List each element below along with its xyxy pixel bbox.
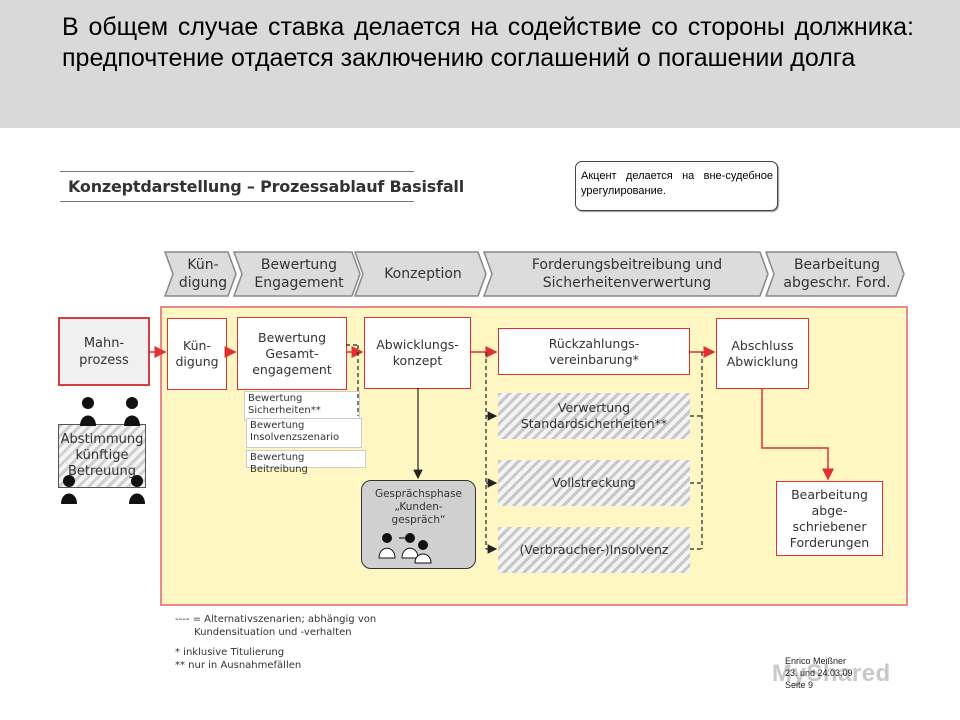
- title-rule-bottom: [60, 201, 414, 202]
- bewertung-subitem: Bewertung Insolvenzszenario: [246, 418, 362, 448]
- subitem-label: Bewertung Beitreibung: [250, 452, 308, 475]
- abstimmung-label: Abstimmung künftige Betreuung: [60, 432, 144, 479]
- subitem-label: Bewertung Sicherheiten**: [248, 393, 321, 416]
- verwertung-label: Verwertung Standardsicherheiten**: [520, 400, 668, 431]
- abschluss-label: Abschluss Abwicklung: [726, 337, 799, 369]
- person-icon: [418, 540, 428, 550]
- footer-date: 23. und 24.03.09: [785, 668, 853, 678]
- slide-header: В общем случае ставка делается на содейс…: [0, 0, 960, 128]
- vollstreckung-label: Vollstreckung: [552, 475, 636, 490]
- legend-dashed: ---- = Alternativszenarien; abhängig von…: [175, 614, 377, 638]
- rueckzahlung-box: Rückzahlungs- vereinbarung*: [498, 328, 690, 375]
- person-icon: [382, 533, 392, 543]
- phase-chevron-5: [764, 251, 905, 297]
- phase-label: Forderungsbeitreibung und Sicherheitenve…: [531, 257, 723, 291]
- verwertung-box: Verwertung Standardsicherheiten**: [498, 393, 690, 439]
- bewertung-subitem: Bewertung Sicherheiten**: [244, 391, 360, 421]
- person-icon: [378, 547, 396, 559]
- phase-chevron-1: [163, 251, 237, 297]
- rueckzahlung-label: Rückzahlungs- vereinbarung*: [548, 335, 640, 367]
- watermark: MyShared: [772, 660, 891, 687]
- mahnprozess-label: Mahn- prozess: [79, 335, 129, 368]
- phase-chevron-3: [353, 251, 487, 297]
- phase-label: Kün- digung: [178, 257, 228, 291]
- bearbeitung-box: Bearbeitung abge- schriebener Forderunge…: [776, 481, 883, 556]
- person-icon: [63, 475, 75, 487]
- bewertung-gesamt-box: Bewertung Gesamt- engagement: [237, 317, 347, 390]
- person-icon: [61, 493, 77, 504]
- person-icon: [82, 397, 94, 409]
- gespraechsphase-label: Gesprächsphase „Kunden- gespräch“: [374, 488, 463, 526]
- title-rule-top: [60, 171, 414, 172]
- kuendigung-box: Kün- digung: [167, 318, 227, 390]
- abwicklungskonzept-label: Abwicklungs- konzept: [376, 337, 459, 368]
- phase-label: Konzeption: [384, 266, 462, 282]
- abwicklungskonzept-box: Abwicklungs- konzept: [364, 317, 471, 389]
- legend-footnotes: * inklusive Titulierung ** nur in Ausnah…: [175, 647, 302, 671]
- person-icon: [401, 547, 419, 559]
- arrow-abschluss-bearbeitung: [761, 388, 834, 481]
- phase-bearbeitung: Bearbeitung abgeschr. Ford.: [774, 252, 900, 296]
- phase-konzeption: Konzeption: [364, 252, 482, 296]
- slide-footer: Enrico Meißner 23. und 24.03.09 Seite 9: [785, 655, 853, 691]
- phase-chevron-2: [232, 251, 361, 297]
- phase-forderungsbeitreibung: Forderungsbeitreibung und Sicherheitenve…: [492, 252, 762, 296]
- callout-text: Акцент делается на вне-судебное урегулир…: [581, 170, 773, 197]
- person-icon: [405, 533, 415, 543]
- person-icon: [414, 553, 432, 564]
- person-icon: [129, 493, 145, 504]
- bewertung-gesamt-label: Bewertung Gesamt- engagement: [252, 329, 332, 377]
- slide-title: В общем случае ставка делается на содейс…: [62, 13, 914, 72]
- diagram-title: Konzeptdarstellung – Prozessablauf Basis…: [68, 177, 464, 196]
- person-icon: [131, 475, 143, 487]
- person-icon: [124, 415, 140, 426]
- abschluss-box: Abschluss Abwicklung: [716, 318, 809, 389]
- person-icon: [80, 415, 96, 426]
- phase-bewertung: Bewertung Engagement: [242, 252, 356, 296]
- callout: Акцент делается на вне-судебное урегулир…: [575, 161, 778, 211]
- kuendigung-label: Kün- digung: [175, 338, 219, 369]
- insolvenz-box: (Verbraucher-)Insolvenz: [498, 527, 690, 573]
- phase-kuendigung: Kün- digung: [172, 252, 234, 296]
- phase-label: Bearbeitung abgeschr. Ford.: [783, 257, 891, 291]
- insolvenz-label: (Verbraucher-)Insolvenz: [519, 542, 669, 557]
- phase-label: Bewertung Engagement: [254, 257, 344, 291]
- footer-page: Seite 9: [785, 680, 814, 690]
- bewertung-subitem: Bewertung Beitreibung: [246, 450, 366, 475]
- mahnprozess-box: Mahn- prozess: [58, 317, 150, 386]
- person-icon: [126, 397, 138, 409]
- subitem-label: Bewertung Insolvenzszenario: [250, 420, 340, 443]
- vollstreckung-box: Vollstreckung: [498, 460, 690, 506]
- phase-chevron-4: [482, 251, 769, 297]
- people-icons: [61, 397, 432, 564]
- bearbeitung-label: Bearbeitung abge- schriebener Forderunge…: [789, 486, 870, 550]
- footer-author: Enrico Meißner: [785, 656, 847, 666]
